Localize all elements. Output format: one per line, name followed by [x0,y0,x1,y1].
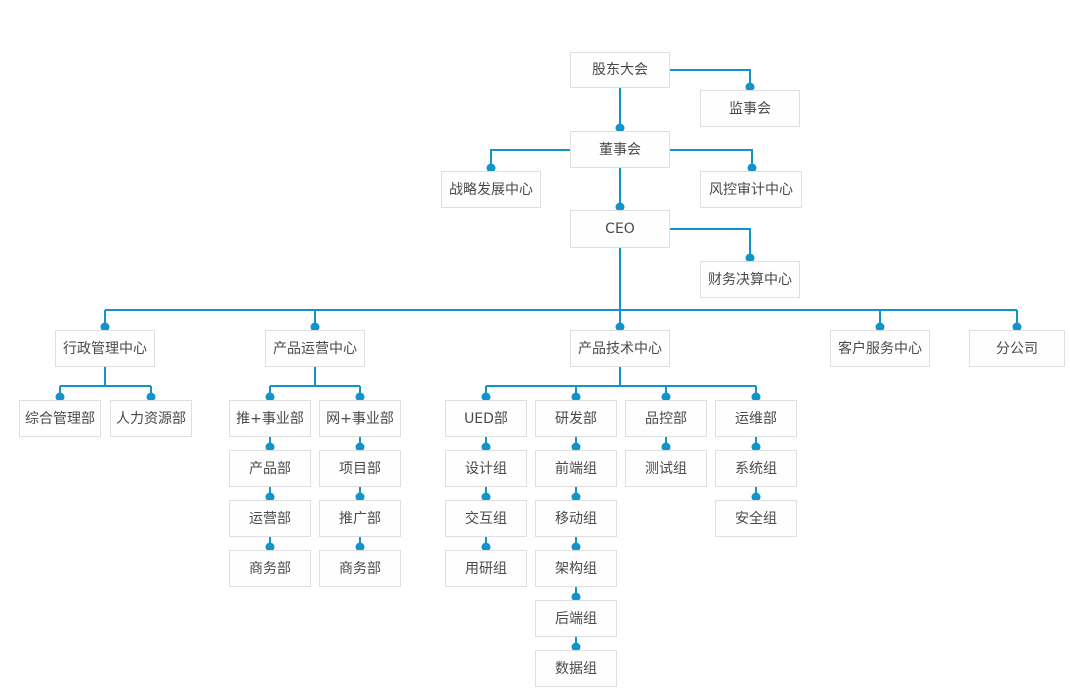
node-branch-company: 分公司 [969,330,1065,367]
node-supervisory-board: 监事会 [700,90,800,127]
node-design-group: 设计组 [445,450,527,487]
node-product-ops-center: 产品运营中心 [265,330,365,367]
node-finance-center: 财务决算中心 [700,261,800,298]
node-business-dept-2: 商务部 [319,550,401,587]
node-system-group: 系统组 [715,450,797,487]
node-user-research-group: 用研组 [445,550,527,587]
node-rnd-dept: 研发部 [535,400,617,437]
node-testing-group: 测试组 [625,450,707,487]
node-product-dept: 产品部 [229,450,311,487]
node-strategy-center: 战略发展中心 [441,171,541,208]
node-hr-dept: 人力资源部 [110,400,192,437]
node-interaction-group: 交互组 [445,500,527,537]
node-ops-maintenance-dept: 运维部 [715,400,797,437]
node-frontend-group: 前端组 [535,450,617,487]
node-board-of-directors: 董事会 [570,131,670,168]
node-project-dept: 项目部 [319,450,401,487]
node-customer-service-center: 客户服务中心 [830,330,930,367]
node-backend-group: 后端组 [535,600,617,637]
node-architecture-group: 架构组 [535,550,617,587]
node-shareholders-meeting: 股东大会 [570,52,670,88]
node-ceo: CEO [570,210,670,248]
node-qc-dept: 品控部 [625,400,707,437]
node-risk-audit-center: 风控审计中心 [700,171,802,208]
node-wang-division: 网+事业部 [319,400,401,437]
node-mobile-group: 移动组 [535,500,617,537]
node-promotion-dept: 推广部 [319,500,401,537]
node-tui-division: 推+事业部 [229,400,311,437]
node-business-dept-1: 商务部 [229,550,311,587]
node-ued-dept: UED部 [445,400,527,437]
node-product-tech-center: 产品技术中心 [570,330,670,367]
node-general-admin-dept: 综合管理部 [19,400,101,437]
node-data-group: 数据组 [535,650,617,687]
node-admin-center: 行政管理中心 [55,330,155,367]
connector-dots [55,82,1022,652]
node-security-group: 安全组 [715,500,797,537]
node-operations-dept: 运营部 [229,500,311,537]
